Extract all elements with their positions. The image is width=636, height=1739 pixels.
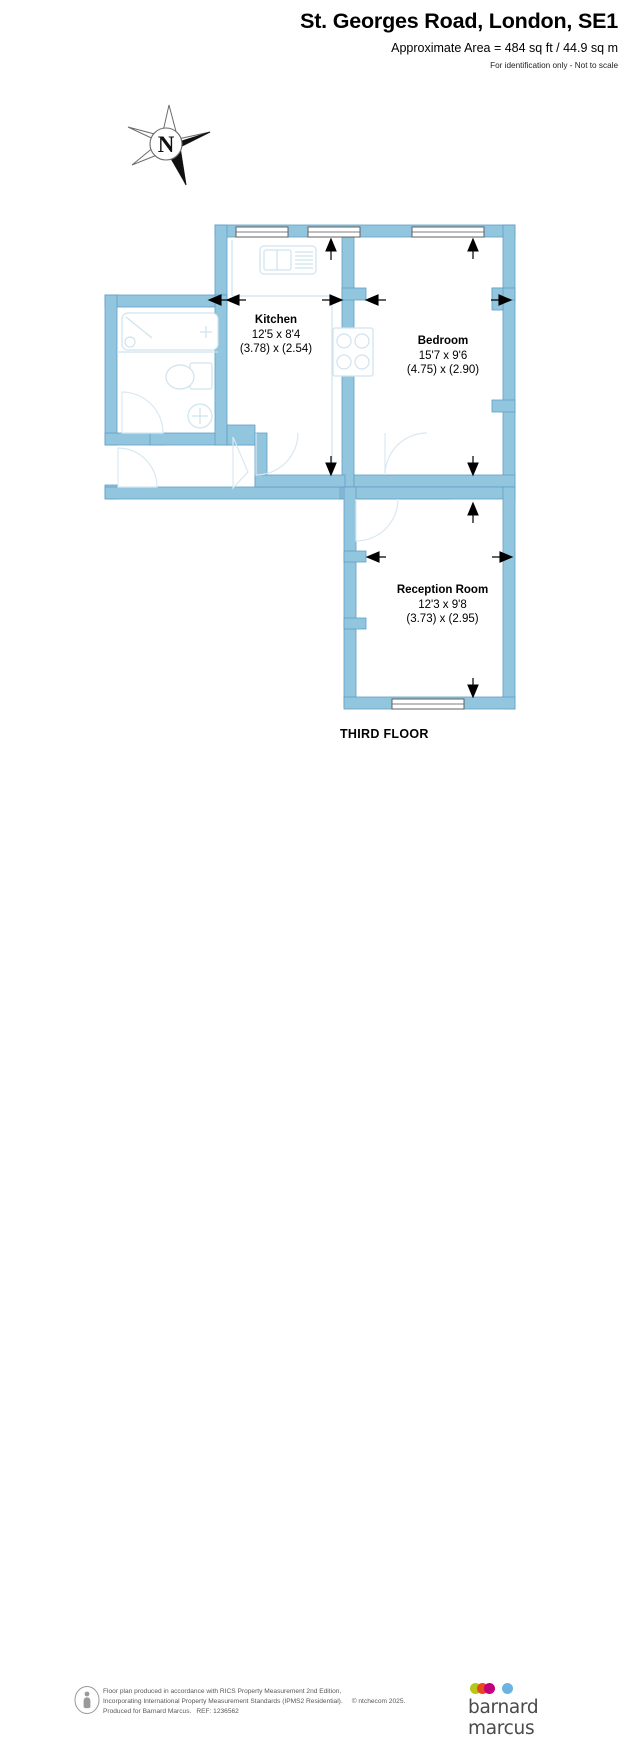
door-bathroom (121, 391, 164, 434)
floor-plan-drawing: .wall { fill: #92c5de; stroke: #5f9fc6; … (104, 224, 516, 710)
doors-layer (117, 391, 428, 542)
page-footer: Floor plan produced in accordance with R… (0, 838, 636, 1739)
logo-dot-magenta-icon (484, 1683, 495, 1694)
barnard-marcus-logo: barnard marcus (468, 1682, 590, 1739)
bedroom-dim-imperial: 15'7 x 9'6 (418, 349, 468, 362)
walls-layer (104, 224, 516, 710)
kitchen-dim-imperial: 12'5 x 8'4 (251, 328, 301, 341)
room-label-kitchen: Kitchen 12'5 x 8'4 (3.78) x (2.54) (196, 313, 356, 357)
bathroom-fixtures (117, 312, 219, 429)
approximate-area-text: Approximate Area = 484 sq ft / 44.9 sq m (391, 41, 618, 55)
hob-icon (332, 327, 374, 377)
door-reception (355, 498, 399, 542)
kitchen-dim-metric: (3.78) x (2.54) (239, 343, 313, 355)
reception-name: Reception Room (396, 584, 489, 596)
footer-produced-for: Produced for Barnard Marcus. (103, 1708, 192, 1716)
arrow-kitchen-left (225, 294, 246, 306)
footer-line-3: Produced for Barnard Marcus. REF: 1236562 (103, 1707, 453, 1717)
compass-rose-icon: N (126, 101, 212, 189)
arrow-bedroom-right (491, 294, 513, 306)
arrow-bedroom-top (467, 237, 479, 259)
reception-dim-imperial: 12'3 x 9'8 (418, 598, 467, 611)
arrow-kitchen-right (322, 294, 344, 306)
door-bedroom (384, 432, 428, 476)
disclaimer-text: For identification only - Not to scale (490, 61, 618, 70)
reception-dim-metric: (3.73) x (2.95) (406, 613, 479, 625)
page-header: St. Georges Road, London, SE1 Approximat… (0, 0, 636, 73)
logo-wordmark: barnard marcus (468, 1697, 539, 1739)
arrow-reception-left (365, 551, 386, 563)
dimension-arrows (207, 237, 514, 699)
logo-dots (470, 1682, 550, 1696)
footer-reference: REF: 1236562 (196, 1708, 239, 1716)
person-in-circle-icon (73, 1685, 101, 1715)
footer-line-2: Incorporating International Property Mea… (103, 1697, 453, 1707)
page-title: St. Georges Road, London, SE1 (300, 9, 618, 33)
footer-line-2a: Incorporating International Property Mea… (103, 1698, 343, 1706)
footer-copyright: © ntchecom 2025. (351, 1698, 406, 1706)
door-kitchen (232, 436, 249, 490)
arrow-bedroom-bottom (467, 456, 479, 477)
footer-legal-text: Floor plan produced in accordance with R… (103, 1687, 453, 1718)
footer-line-1: Floor plan produced in accordance with R… (103, 1688, 342, 1695)
door-hall-entry (117, 447, 158, 488)
bedroom-dim-metric: (4.75) x (2.90) (406, 364, 480, 376)
wash-basin-icon (187, 403, 213, 429)
kitchen-fixtures (231, 240, 374, 475)
kitchen-name: Kitchen (254, 314, 298, 326)
logo-dot-blue-icon (502, 1683, 513, 1694)
arrow-bedroom-left (364, 294, 386, 306)
floor-caption: THIRD FLOOR (340, 727, 429, 741)
arrow-reception-bottom (467, 678, 479, 699)
arrow-kitchen-bottom (325, 456, 337, 477)
windows-layer (235, 226, 485, 710)
bath-icon (121, 312, 219, 351)
sink-icon (259, 245, 317, 275)
bedroom-name: Bedroom (417, 335, 469, 347)
arrow-bathroom-right (207, 294, 228, 306)
arrow-reception-top (467, 501, 479, 523)
compass-north-label: N (158, 132, 175, 157)
room-label-reception: Reception Room 12'3 x 9'8 (3.73) x (2.95… (360, 583, 525, 627)
arrow-kitchen-top (325, 237, 337, 260)
room-label-bedroom: Bedroom 15'7 x 9'6 (4.75) x (2.90) (363, 334, 523, 378)
arrow-reception-right (492, 551, 514, 563)
toilet-icon (165, 362, 213, 390)
